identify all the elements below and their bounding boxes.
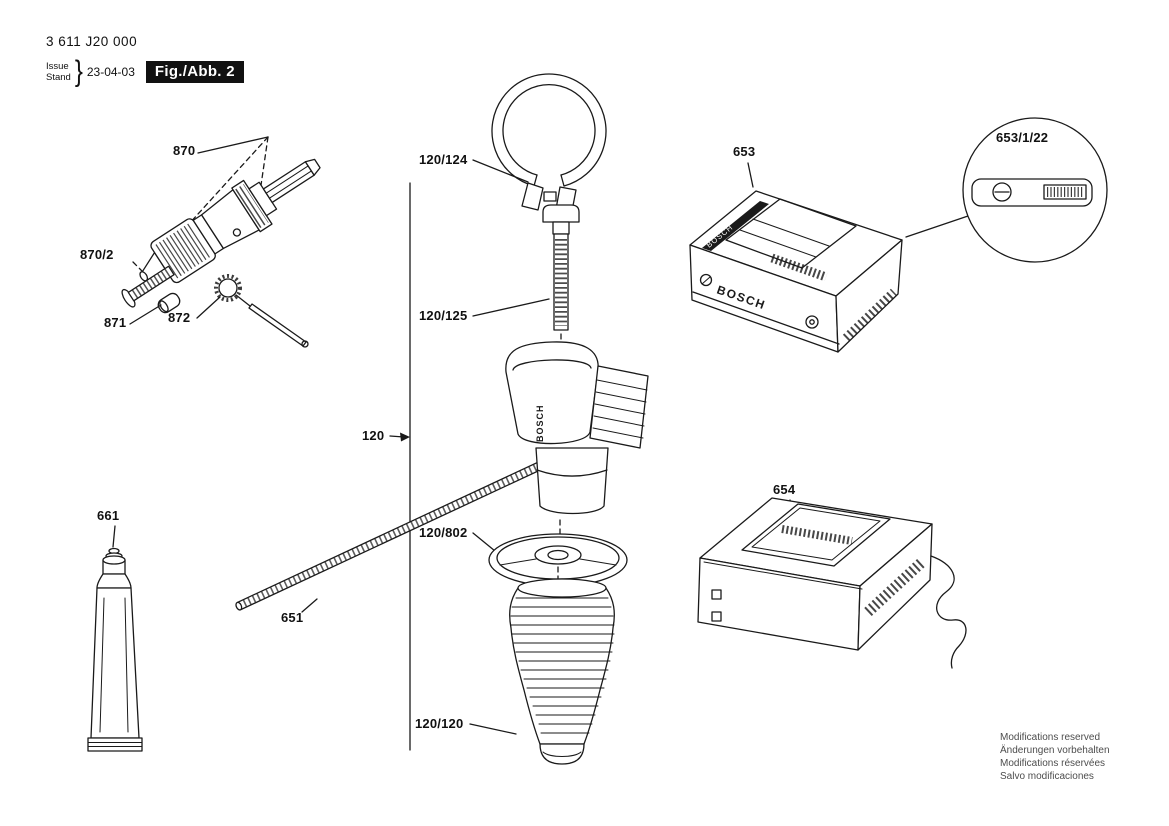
part-label-872: 872	[168, 310, 191, 325]
modifications-line-fr: Modifications réservées	[1000, 758, 1106, 769]
part-label-661: 661	[97, 508, 120, 523]
issue-label: Issue	[46, 60, 69, 72]
part-label-651: 651	[281, 610, 304, 625]
clamp-band-drawing	[491, 73, 607, 212]
issue-date: 23-04-03	[86, 65, 135, 79]
part-label-120-124: 120/124	[419, 152, 468, 167]
figure-badge: Fig./Abb. 2	[145, 61, 244, 83]
part-label-870: 870	[173, 143, 196, 158]
part-label-120-120: 120/120	[415, 716, 464, 731]
modifications-line-es: Salvo modificaciones	[1000, 771, 1094, 782]
chuck-screw-drawing	[121, 265, 175, 308]
part-label-653: 653	[733, 144, 756, 159]
chuck-assembly-drawing	[121, 136, 321, 348]
leader-651	[301, 598, 318, 613]
modifications-line-de: Änderungen vorbehalten	[1000, 745, 1110, 756]
charger-drawing	[697, 497, 967, 669]
handle-drawing	[509, 578, 615, 765]
part-label-120: 120	[362, 428, 385, 443]
part-label-654: 654	[773, 482, 796, 497]
chuck-key-drawing	[214, 274, 309, 348]
part-label-120-125: 120/125	[419, 308, 468, 323]
modifications-line-en: Modifications reserved	[1000, 732, 1101, 743]
issue-row: Issue Stand } 23-04-03 Fig./Abb. 2	[46, 55, 244, 88]
part-label-871: 871	[104, 315, 127, 330]
issue-stand-labels: Issue Stand	[46, 61, 71, 84]
washer-flange-drawing	[488, 533, 628, 587]
battery-detail-drawing	[905, 117, 1108, 263]
holder-brand-text: BOSCH	[535, 404, 545, 442]
holder-drawing: BOSCH	[505, 341, 649, 541]
part-label-870-2: 870/2	[80, 247, 114, 262]
depth-stop-rod-drawing	[235, 453, 559, 611]
pin-drawing	[157, 292, 181, 314]
brace-glyph: }	[74, 54, 83, 89]
assembly-120-group-line	[389, 159, 550, 751]
grease-tube-drawing	[87, 525, 143, 752]
part-label-653-1-22: 653/1/22	[996, 130, 1049, 145]
stand-label: Stand	[46, 72, 71, 83]
part-label-120-802: 120/802	[419, 525, 468, 540]
modifications-note: Modifications reserved Änderungen vorbeh…	[1000, 731, 1110, 783]
clamp-bolt-drawing	[542, 204, 580, 353]
battery-drawing: BOSCH BOSCH	[689, 162, 903, 353]
drawing-number: 3 611 J20 000	[46, 34, 138, 49]
